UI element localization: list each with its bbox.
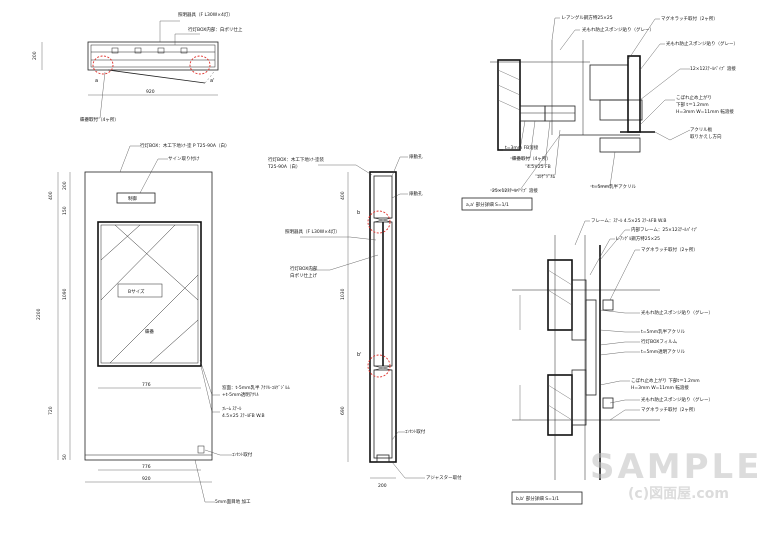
sec-label-inner: 行灯BOX内部 [290, 265, 318, 272]
sec-label-light: 照明器具（F L30W×4灯） [285, 228, 340, 235]
elev-label-sign: サイン取り付け [168, 155, 200, 162]
elev-label-joint: 5mm面目地 加工 [215, 498, 251, 505]
watermark-main: SAMPLE [590, 447, 762, 487]
mark-a: a [95, 78, 98, 84]
db-label-3: マグネラッチ取付（2ヶ所） [641, 246, 698, 253]
db-label-9: H=3mm W=11mm 転溶接 [631, 384, 689, 391]
elev-dim-v2: 150 [62, 206, 68, 215]
da-label-9: 取りかえし方向 [690, 133, 722, 140]
top-plan-view: a a' 920 200 照明器具（F L30W×4灯） 行灯BOX内部：白ポリ… [32, 11, 243, 123]
elev-label-outlet: ｺﾝｾﾝﾄ取付 [232, 451, 253, 458]
elev-note-2: ﾌﾚｰﾑ ｽﾃｰﾙ [222, 406, 242, 412]
sec-label-outlet: ｺﾝｾﾝﾄ取付 [405, 428, 426, 435]
detail-a-marker [92, 55, 114, 75]
da-label-12: 4.5×25 FB [527, 164, 551, 170]
da-label-0: L-アングル鋼方特25×25 [562, 14, 613, 21]
sec-dim-h0: 200 [378, 483, 387, 489]
elev-dim-h2: 920 [142, 476, 151, 482]
hinge-label: 蝶番 [145, 328, 154, 335]
top-label-hinge: 蝶番取付（4ヶ所） [80, 116, 119, 123]
sec-label-hole-2: 扉動孔 [409, 190, 423, 197]
elev-dim-v0: 400 [48, 191, 54, 200]
db-label-1: 内部フレーム：25×12ｽﾃｰﾙﾊﾟｲﾌﾟ [631, 226, 698, 233]
sample-watermark: SAMPLE (c)図面屋.com [590, 447, 762, 502]
da-label-7: H=3mm W=11mm 転溶接 [676, 108, 734, 115]
detail-b-marker [367, 210, 391, 234]
da-label-3: 光もれ防止スポンジ貼り（グレー） [666, 40, 738, 47]
detail-a-view: L-アングル鋼方特25×25 光もれ防止スポンジ貼り（グレー） マグネラッチ取付… [461, 14, 738, 211]
b-size-label: Bサイズ [128, 288, 145, 295]
sign-label: 制御 [128, 195, 137, 202]
mark-b-prime: b' [357, 352, 362, 358]
top-width-dim: 920 [146, 89, 155, 95]
detail-a-caption: a,a' 部分詳細 S=1/1 [466, 201, 509, 208]
sec-dim-v2: 690 [340, 406, 346, 415]
elev-dim-v5: 720 [48, 406, 54, 415]
elev-label-box: 行灯BOX：木工下地ｼﾅ-塗 P T25-90A（白） [140, 142, 229, 149]
da-label-14: 25×12ｽﾃｰﾙﾊﾟｲﾌﾟ 溶接 [492, 187, 538, 194]
detail-b-caption: b,b' 部分詳細 S=1/1 [516, 495, 559, 502]
da-label-5: こぼれ止め上がり [676, 94, 712, 101]
sec-dim-v1: 1030 [340, 288, 346, 300]
front-elevation-view: 制御 Bサイズ 蝶番 776 776 920 400 200 150 1090 … [36, 142, 290, 505]
da-label-15: t=5mm乳半アクリル [592, 183, 636, 190]
db-label-0: フレーム：ｽﾃｰﾙ 4.5×25 ｽﾃｰﾙFB W.B [591, 218, 666, 224]
elev-dim-v3: 1090 [62, 288, 68, 300]
top-label-box-inner: 行灯BOX内部：白ポリ仕上 [188, 26, 243, 33]
da-label-6: 下部 t＝1.2mm [676, 101, 709, 108]
elev-dim-v1: 200 [62, 181, 68, 190]
da-label-1: 光もれ防止スポンジ貼り（グレー） [582, 26, 654, 33]
db-label-5: t=5mm乳半アクリル [641, 328, 685, 335]
db-label-2: L-ｱﾝｸﾞﾙ鋼方特25×25 [616, 235, 660, 242]
elev-note-3: 4.5×25 ｽﾃｰﾙFB W.B [222, 413, 265, 419]
elev-dim-h1: 776 [142, 464, 151, 470]
detail-b-view: フレーム：ｽﾃｰﾙ 4.5×25 ｽﾃｰﾙFB W.B 内部フレーム：25×12… [511, 218, 713, 505]
elev-dim-h0: 776 [142, 382, 151, 388]
sec-dim-v0: 400 [340, 191, 346, 200]
mark-a-prime: a' [210, 78, 214, 84]
da-label-4: 12×12ｽﾃｰﾙﾊﾟｲﾌﾟ 溶接 [690, 65, 736, 72]
db-label-4: 光もれ防止スポンジ貼り（グレー） [641, 309, 713, 316]
elev-dim-v4: 2200 [36, 308, 42, 320]
sec-label-hole-1: 扉動孔 [409, 153, 423, 160]
db-label-6: 行灯BOXフィルム [641, 338, 678, 345]
elev-note-1: +t-5mm透明ｱｸﾘﾙ [222, 391, 260, 398]
db-label-8: こぼれ止め上がり 下部t＝1.2mm [631, 377, 700, 384]
da-label-8: アクリル板 [690, 126, 713, 133]
watermark-sub: (c)図面屋.com [628, 486, 729, 502]
sec-label-adjuster: アジャスター取付 [426, 474, 462, 481]
side-section-view: b b' 400 1030 690 200 行灯BOX：木工下地ｼﾅ-塗装 T2… [267, 153, 462, 489]
db-label-10: 光もれ防止スポンジ貼り（グレー） [641, 396, 713, 403]
da-label-2: マグネラッチ取付（2ヶ所） [661, 15, 718, 22]
da-label-13: ｺﾙｹﾞｼﾞﾙﾑ [537, 173, 556, 180]
db-label-11: マグネラッチ取付（2ヶ所） [641, 406, 698, 413]
sec-label-box: 行灯BOX：木工下地ｼﾅ-塗装 [268, 156, 324, 163]
da-label-10: t=3mm FB溶接 [505, 144, 539, 151]
detail-b-prime-marker [367, 354, 391, 378]
top-label-light: 照明器具（F L30W×4灯） [178, 11, 233, 18]
elev-note-0: 窓面：t-5mm乳半 ｱｸﾘﾙ-ｺﾙｹﾞｼﾞﾙﾑ [222, 384, 290, 391]
db-label-7: t=5mm透明アクリル [641, 348, 685, 355]
mark-b: b [357, 210, 360, 216]
sec-label-box-2: T25-90A（白） [267, 163, 300, 170]
sec-label-inner-2: 白ポリ仕上げ [290, 272, 317, 279]
elev-dim-v6: 50 [62, 454, 68, 460]
detail-a-prime-marker [189, 55, 211, 75]
da-label-11: 蝶番取付（4ヶ所） [512, 155, 551, 162]
top-depth-dim: 200 [32, 51, 38, 60]
